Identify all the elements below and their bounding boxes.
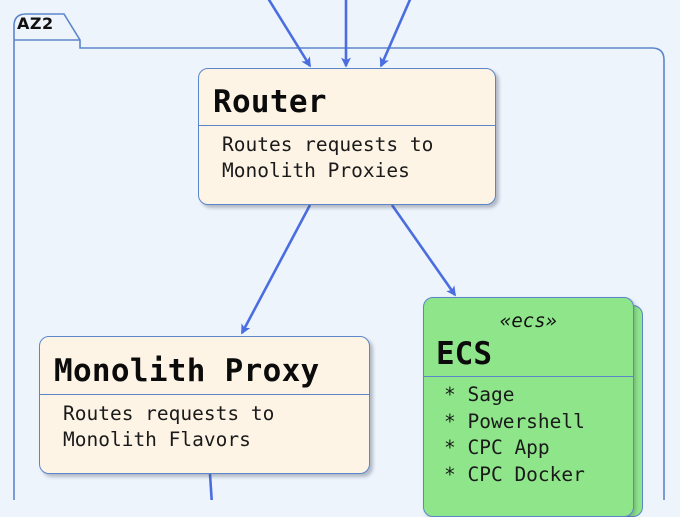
router-to-ecs-arrow: [390, 204, 457, 297]
router-description-line: Routes requests to: [222, 133, 434, 156]
az2-frame-label: AZ2: [17, 14, 54, 33]
router-title: Router: [213, 84, 327, 120]
ecs-divider: [424, 376, 633, 377]
router-divider: [199, 125, 495, 126]
ecs-item: * CPC Docker: [444, 462, 585, 486]
ecs-item: * Powershell: [444, 409, 585, 433]
monolith-proxy-description-line: Monolith Flavors: [63, 428, 251, 451]
router-description: Routes requests to Monolith Proxies: [199, 126, 495, 184]
router-to-proxy-arrow: [240, 204, 312, 335]
ecs-item-list: * Sage * Powershell * CPC App * CPC Dock…: [424, 377, 633, 488]
ecs-stereotype: «ecs»: [499, 310, 558, 332]
monolith-proxy-description: Routes requests to Monolith Flavors: [40, 395, 369, 453]
ecs-title: ECS: [436, 336, 492, 372]
monolith-proxy-title: Monolith Proxy: [54, 353, 320, 389]
incoming-arrow-right: [379, 0, 412, 68]
monolith-proxy-node[interactable]: Monolith Proxy Routes requests to Monoli…: [39, 336, 370, 474]
monolith-proxy-divider: [40, 394, 369, 395]
ecs-item: * CPC App: [444, 436, 550, 459]
router-description-line: Monolith Proxies: [222, 159, 410, 182]
ecs-item: * Sage: [444, 383, 515, 406]
router-node[interactable]: Router Routes requests to Monolith Proxi…: [198, 68, 496, 205]
incoming-arrow-left: [267, 0, 312, 68]
ecs-node[interactable]: «ecs» ECS * Sage * Powershell * CPC App …: [423, 297, 634, 517]
monolith-proxy-description-line: Routes requests to: [63, 402, 275, 425]
